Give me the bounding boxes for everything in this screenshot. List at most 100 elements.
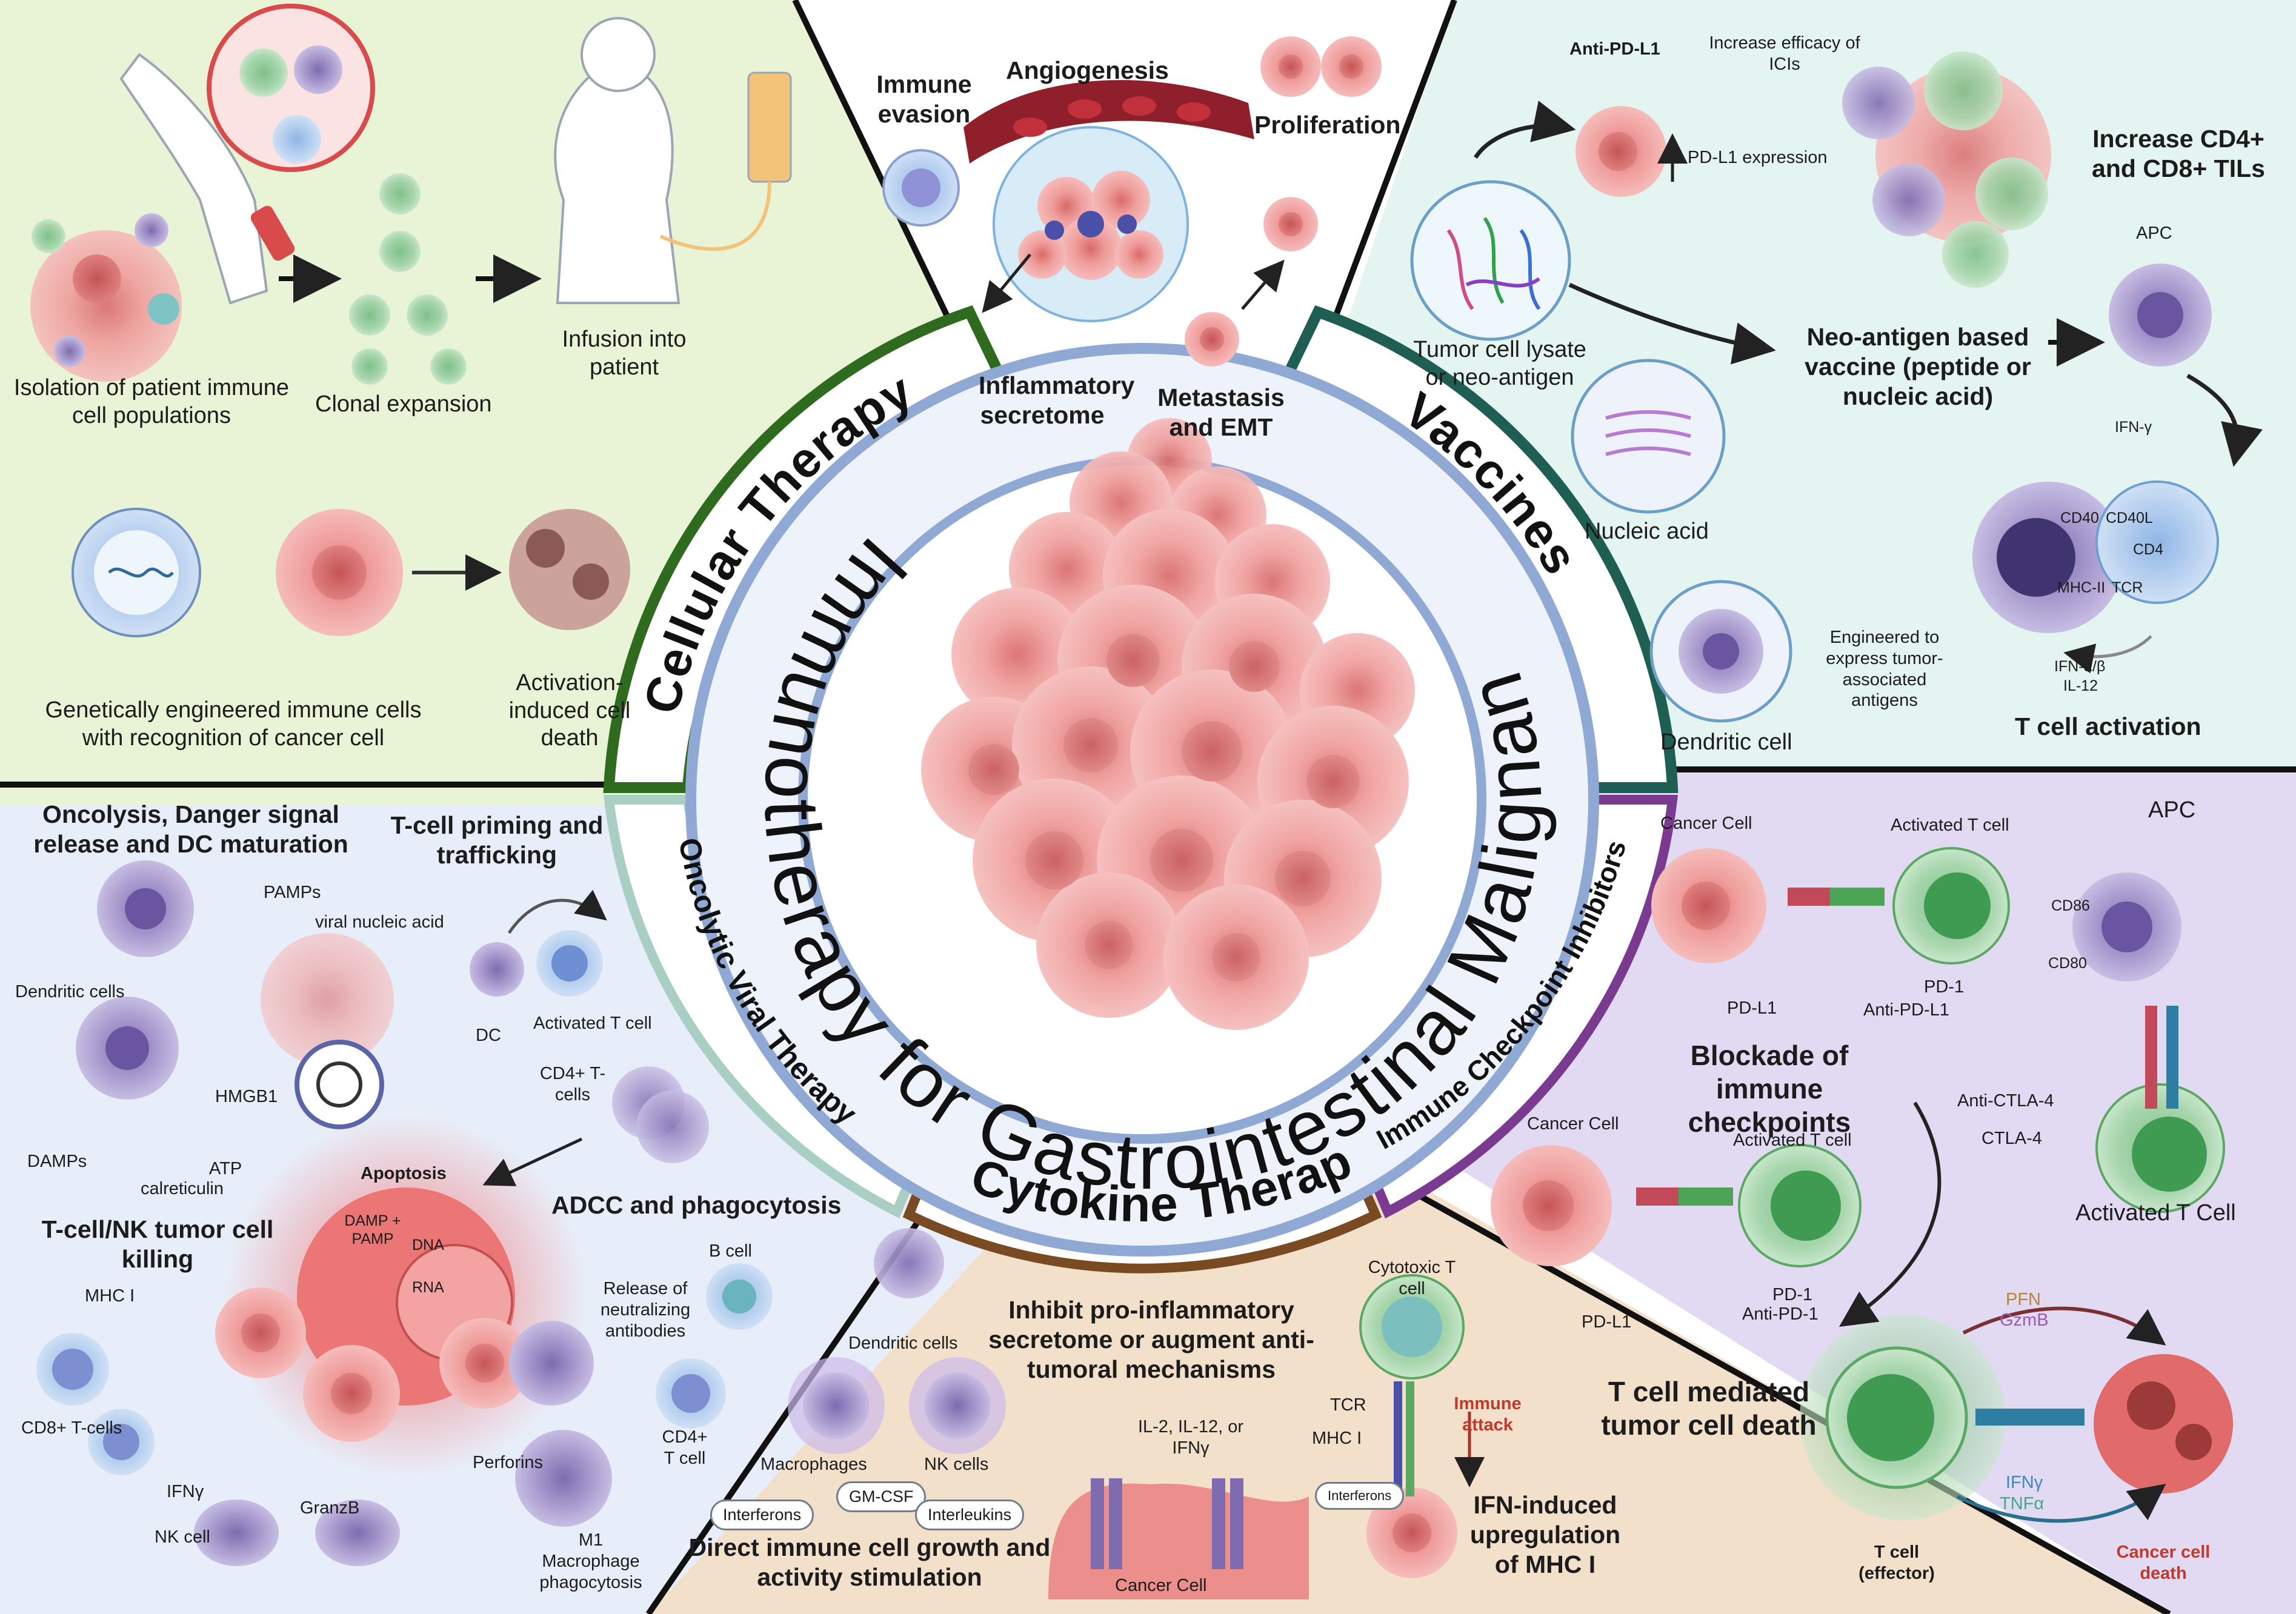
label-proliferation: Proliferation: [1254, 111, 1401, 139]
label-dendritic-vac: Dendritic cell: [1660, 729, 1792, 755]
label-tcr-cyto: TCR: [1330, 1395, 1366, 1415]
label-m1: M1 Macrophage phagocytosis: [539, 1530, 642, 1592]
pill-interleukins: Interleukins: [915, 1499, 1025, 1530]
label-cd40l: CD40L: [2106, 510, 2153, 526]
label-pfn: PFN: [2006, 1290, 2041, 1309]
label-perforins: Perforins: [473, 1453, 544, 1472]
label-bcell: B cell: [709, 1241, 752, 1261]
cellular-illustrations: [30, 4, 792, 637]
oncolytic-illustrations: [36, 860, 773, 1566]
label-dc: DC: [476, 1026, 501, 1045]
label-granzb: GranzB: [300, 1498, 360, 1518]
label-engineered-dc: Engineered to express tumor-associated a…: [1826, 628, 1943, 711]
label-pd1-1: PD-1: [1924, 977, 1965, 997]
angiogenesis-illustration: [963, 80, 1254, 322]
label-activated-1: Activated T cell: [1891, 815, 2009, 835]
label-viral-na: viral nucleic acid: [315, 912, 444, 932]
label-immune-evasion: Immune evasion: [876, 70, 972, 128]
label-inhibit: Inhibit pro-inflammatory secretome or au…: [988, 1296, 1314, 1384]
arrow-vaccine-4: [2186, 373, 2263, 467]
label-pdl1-1: PD-L1: [1727, 998, 1777, 1018]
label-neo-vaccine: Neo-antigen based vaccine (peptide or nu…: [1805, 323, 2031, 411]
label-metastasis: Metastasis and EMT: [1157, 384, 1285, 442]
label-cd40: CD40: [2060, 510, 2099, 526]
label-cd8: CD8+ T-cells: [21, 1418, 122, 1438]
label-cd4-vac: CD4: [2133, 541, 2164, 558]
label-ctla4: CTLA-4: [1982, 1129, 2042, 1148]
label-calreticulin: calreticulin: [141, 1179, 224, 1198]
label-pdl1-2: PD-L1: [1582, 1312, 1632, 1332]
arrow-immune-evasion: [982, 253, 1031, 313]
pill-interferons-1: Interferons: [710, 1499, 814, 1530]
arrow-checkpoint-1: [1839, 1101, 1942, 1327]
label-ifn-gamma-vac: IFN-γ: [2115, 419, 2152, 436]
label-killing: T-cell/NK tumor cell killing: [41, 1215, 274, 1274]
label-hmgb1: HMGB1: [215, 1087, 278, 1106]
label-cancer-death: Cancer cell death: [2116, 1543, 2211, 1583]
label-release: Release of neutralizing antibodies: [600, 1279, 691, 1341]
label-activated-cap: Activated T Cell: [2075, 1200, 2236, 1226]
label-apoptosis: Apoptosis: [361, 1164, 447, 1183]
label-nk-cyto: NK cells: [924, 1455, 989, 1474]
arrow-ifng: [1956, 1484, 2166, 1523]
arrow-cd4: [482, 1137, 583, 1186]
label-anti-ctla4: Anti-CTLA-4: [1957, 1091, 2054, 1111]
label-cd80: CD80: [2048, 955, 2087, 972]
label-macrophages: Macrophages: [760, 1455, 867, 1474]
immune-evasion-cell: [882, 149, 960, 227]
pill-gmcsf: GM-CSF: [836, 1481, 927, 1512]
label-mhc2: MHC-II: [2057, 579, 2106, 596]
arrow-vaccine-1: [1474, 101, 1576, 159]
pill-interferons-2: Interferons: [1315, 1482, 1405, 1510]
label-dna: DNA: [412, 1237, 444, 1254]
label-damps: DAMPs: [27, 1152, 87, 1171]
label-lysate: Tumor cell lysate or neo-antigen: [1413, 337, 1586, 390]
cytokine-illustrations: [788, 1228, 1465, 1599]
label-cytotoxic: Cytotoxic T cell: [1368, 1258, 1456, 1298]
label-mhc1-onco: MHC I: [85, 1286, 135, 1306]
label-isolation: Isolation of patient immune cell populat…: [13, 375, 290, 428]
label-clonal: Clonal expansion: [315, 391, 492, 417]
label-direct: Direct immune cell growth and activity s…: [688, 1533, 1051, 1592]
label-apc-vac: APC: [2136, 224, 2172, 243]
label-efficacy: Increase efficacy of ICIs: [1709, 33, 1860, 74]
label-cd86: CD86: [2051, 897, 2090, 914]
label-cancer-cell-2: Cancer Cell: [1527, 1114, 1619, 1134]
label-cancer-cell-1: Cancer Cell: [1660, 814, 1752, 833]
central-tumor: [921, 418, 1415, 1030]
label-ifn-mhc: IFN-induced upregulation of MHC I: [1469, 1491, 1621, 1579]
label-pamps: PAMPs: [264, 883, 321, 902]
arrow-vaccine-2: [1568, 282, 1776, 365]
label-effector: T cell (effector): [1858, 1543, 1935, 1583]
label-ifn-ab: IFN-α/β: [2054, 658, 2106, 675]
label-dcs: Dendritic cells: [15, 982, 125, 1001]
label-cancer-cell-cyto: Cancer Cell: [1115, 1576, 1207, 1595]
label-cd4b: CD4+ T cell: [662, 1427, 708, 1468]
label-aicd: Activation-induced cell death: [508, 670, 631, 751]
label-nucleic: Nucleic acid: [1585, 519, 1709, 544]
label-immune-attack: Immune attack: [1454, 1394, 1522, 1435]
label-tcell-activation: T cell activation: [2015, 712, 2201, 740]
label-nk-onco: NK cell: [155, 1527, 210, 1547]
label-inflammatory: Inflammatory secretome: [979, 371, 1135, 430]
label-anti-pd1: Anti-PD-1: [1742, 1304, 1818, 1324]
label-infusion: Infusion into patient: [562, 327, 687, 380]
label-damp-pamp: DAMP + PAMP: [344, 1212, 401, 1247]
label-apc-checkpoint: APC: [2148, 797, 2196, 823]
label-il12: IL-12: [2063, 677, 2098, 694]
label-activated-onco: Activated T cell: [533, 1014, 652, 1033]
label-priming: T-cell priming and trafficking: [390, 811, 604, 869]
label-oncolysis: Oncolysis, Danger signal release and DC …: [33, 800, 348, 858]
label-rna: RNA: [412, 1279, 444, 1296]
label-ifng-onco: IFNγ: [167, 1482, 204, 1501]
label-gzmb: GzmB: [2000, 1310, 2049, 1330]
label-pdl1-expression: PD-L1 expression: [1688, 148, 1828, 167]
checkpoint-illustrations: [1491, 847, 2233, 1521]
label-ifng-cp: IFNγ: [2006, 1473, 2043, 1492]
arrow-priming: [507, 889, 607, 934]
label-dc-cyto: Dendritic cells: [848, 1333, 958, 1353]
label-atp: ATP: [209, 1159, 242, 1178]
vaccines-illustrations: [1410, 51, 2219, 723]
label-engineered: Genetically engineered immune cells with…: [45, 697, 422, 751]
